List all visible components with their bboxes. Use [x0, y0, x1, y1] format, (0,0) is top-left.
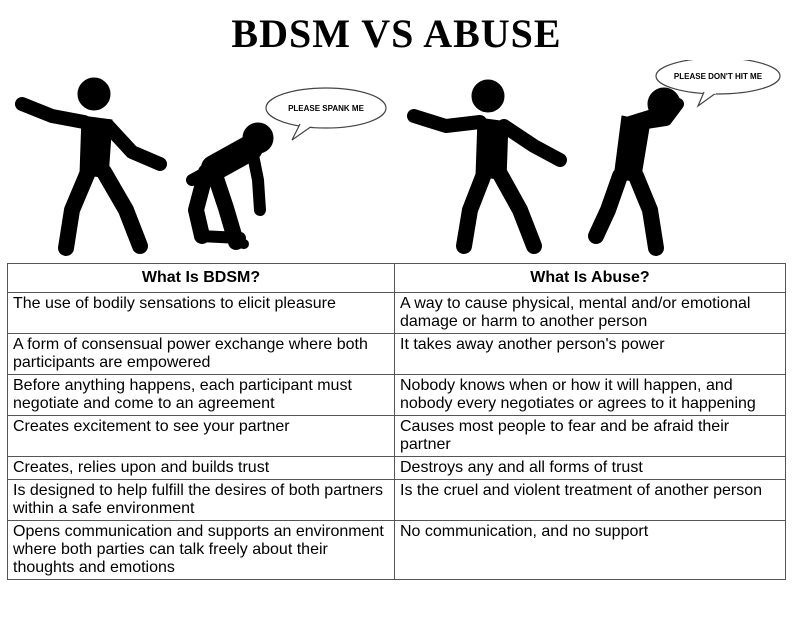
speech-bubble-right: PLEASE DON'T HIT ME: [655, 60, 781, 108]
page-title: BDSM VS ABUSE: [231, 11, 562, 56]
abuse-cell: A way to cause physical, mental and/or e…: [394, 292, 786, 334]
cowering-figure: [588, 87, 684, 256]
table-row: Creates excitement to see your partner C…: [7, 415, 786, 457]
bdsm-cell: The use of bodily sensations to elicit p…: [7, 292, 395, 334]
abuse-cell: Destroys any and all forms of trust: [394, 456, 786, 480]
standing-figure-right: [407, 79, 567, 254]
bdsm-cell: Before anything happens, each participan…: [7, 374, 395, 416]
table-row: The use of bodily sensations to elicit p…: [7, 292, 786, 334]
bent-over-figure: [186, 122, 274, 250]
abuse-cell: It takes away another person's power: [394, 333, 786, 375]
abuse-cell: Causes most people to fear and be afraid…: [394, 415, 786, 457]
speech-bubble-left: PLEASE SPANK ME: [265, 87, 387, 141]
standing-figure-left: [15, 77, 167, 256]
bdsm-cell: Opens communication and supports an envi…: [7, 520, 395, 580]
speech-bubble-right-text: PLEASE DON'T HIT ME: [674, 72, 763, 81]
table-row: Before anything happens, each participan…: [7, 374, 786, 416]
abuse-cell: Nobody knows when or how it will happen,…: [394, 374, 786, 416]
table-row: Is designed to help fulfill the desires …: [7, 479, 786, 521]
bdsm-cell: Creates, relies upon and builds trust: [7, 456, 395, 480]
speech-bubble-left-text: PLEASE SPANK ME: [288, 104, 365, 113]
stick-figure-illustration: PLEASE SPANK ME PLEASE DON'T HIT ME: [15, 60, 781, 256]
abuse-cell: Is the cruel and violent treatment of an…: [394, 479, 786, 521]
table-header-row: What Is BDSM? What Is Abuse?: [7, 263, 786, 293]
column-header-abuse: What Is Abuse?: [394, 263, 786, 293]
abuse-cell: No communication, and no support: [394, 520, 786, 580]
table-row: Creates, relies upon and builds trust De…: [7, 456, 786, 480]
table-row: A form of consensual power exchange wher…: [7, 333, 786, 375]
comparison-table: What Is BDSM? What Is Abuse? The use of …: [7, 263, 786, 580]
table-row: Opens communication and supports an envi…: [7, 520, 786, 580]
bdsm-cell: A form of consensual power exchange wher…: [7, 333, 395, 375]
bdsm-cell: Is designed to help fulfill the desires …: [7, 479, 395, 521]
column-header-bdsm: What Is BDSM?: [7, 263, 395, 293]
bdsm-cell: Creates excitement to see your partner: [7, 415, 395, 457]
